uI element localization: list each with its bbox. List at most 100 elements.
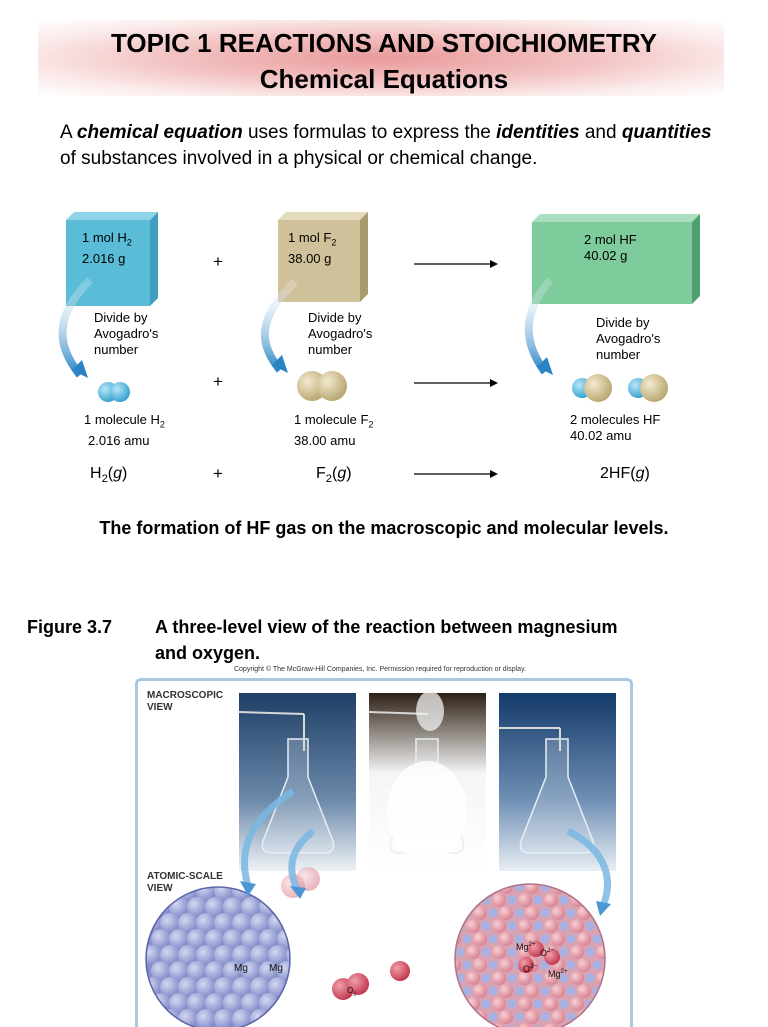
magnesium-ion xyxy=(508,922,517,931)
oxide-ion xyxy=(518,919,532,933)
magnesium-ion xyxy=(515,1013,524,1022)
intro-term-identities: identities xyxy=(496,122,579,143)
magnesium-ion xyxy=(489,961,498,970)
mg-atom xyxy=(295,961,315,981)
oxide-ion xyxy=(473,932,487,946)
magnesium-ion xyxy=(593,935,602,944)
reaction-arrow xyxy=(414,264,490,474)
magnesium-ion xyxy=(515,987,524,996)
oxide-ion xyxy=(544,893,558,907)
plus-sign: + xyxy=(213,374,223,390)
page-subtitle: Chemical Equations xyxy=(0,64,768,95)
mg-atom xyxy=(142,881,162,901)
magnesium-ion xyxy=(456,1000,465,1009)
oxide-ion xyxy=(551,1010,565,1024)
h2-molecule-label: 1 molecule H2 2.016 amu xyxy=(84,412,165,449)
intro-term-chemical-equation: chemical equation xyxy=(77,122,243,143)
magnesium-ion xyxy=(586,896,595,905)
magnesium-ion xyxy=(482,948,491,957)
oxide-ion xyxy=(447,1010,461,1024)
magnesium-ion xyxy=(463,1013,472,1022)
magnesium-ion xyxy=(586,922,595,931)
intro-term-quantities: quantities xyxy=(622,122,712,143)
magnesium-ion xyxy=(463,961,472,970)
oxide-ion xyxy=(499,1010,513,1024)
copyright-notice: Copyright © The McGraw-Hill Companies, I… xyxy=(0,666,760,673)
mg-atom xyxy=(286,913,306,933)
magnesium-ion xyxy=(456,896,465,905)
magnesium-ion xyxy=(567,935,576,944)
oxide-ion xyxy=(577,932,591,946)
oxide-ion xyxy=(596,945,610,959)
oxide-ion xyxy=(466,971,480,985)
magnesium-ion xyxy=(593,1013,602,1022)
magnesium-ion xyxy=(541,1013,550,1022)
mg2-ion-label: Mg2+ xyxy=(548,966,568,980)
f2-molecule xyxy=(297,371,347,401)
magnesium-ion xyxy=(534,896,543,905)
magnesium-ion xyxy=(541,987,550,996)
equation-hf: 2HF(g) xyxy=(600,466,650,482)
oxide-ion xyxy=(603,984,617,998)
oxide-ion xyxy=(570,919,584,933)
magnesium-ion xyxy=(586,974,595,983)
magnesium-ion xyxy=(586,948,595,957)
oxide-ion xyxy=(551,932,565,946)
oxide-ion xyxy=(603,932,617,946)
magnesium-ion xyxy=(567,909,576,918)
magnesium-ion xyxy=(508,974,517,983)
oxide-ion xyxy=(544,997,558,1011)
magnesium-ion xyxy=(612,1000,621,1009)
oxide-ion xyxy=(473,1010,487,1024)
magnesium-ion xyxy=(489,883,498,892)
intro-text: uses formulas to express the xyxy=(243,122,496,143)
magnesium-ion xyxy=(612,922,621,931)
magnesium-ion xyxy=(541,909,550,918)
magnesium-ion xyxy=(515,909,524,918)
magnesium-ion xyxy=(489,935,498,944)
f2-molecule-label: 1 molecule F2 38.00 amu xyxy=(294,412,373,449)
mg-atom xyxy=(295,929,315,949)
oxide-ion xyxy=(577,958,591,972)
hf-molecule-label: 2 molecules HF 40.02 amu xyxy=(570,412,660,444)
smoke xyxy=(416,691,444,731)
oxide-ion xyxy=(603,1010,617,1024)
figure1-caption: The formation of HF gas on the macroscop… xyxy=(0,518,768,539)
figure2-number: Figure 3.7 xyxy=(27,614,112,640)
oxide-ion xyxy=(499,932,513,946)
mg-atom xyxy=(295,897,315,917)
oxide-ion xyxy=(499,906,513,920)
magnesium-ion xyxy=(482,1000,491,1009)
plus-sign: + xyxy=(213,254,223,270)
magnesium-ion xyxy=(534,1000,543,1009)
equation-f2: F2(g) xyxy=(316,466,352,487)
intro-text: of substances involved in a physical or … xyxy=(60,148,537,169)
oxide-ion xyxy=(473,958,487,972)
oxide-ion xyxy=(596,997,610,1011)
magnesium-ion xyxy=(593,961,602,970)
oxide-ion xyxy=(570,945,584,959)
mg2-ion-label: Mg2+ xyxy=(516,939,536,953)
o2-ion-label: O2− xyxy=(540,945,554,959)
magnesium-ion xyxy=(463,935,472,944)
intro-text: A xyxy=(60,122,77,143)
magnesium-ion xyxy=(489,909,498,918)
mg-atom-label: Mg xyxy=(269,963,283,975)
oxide-ion xyxy=(492,997,506,1011)
oxide-ion xyxy=(499,958,513,972)
intro-text: and xyxy=(580,122,622,143)
oxide-ion xyxy=(473,880,487,894)
magnesium-ion xyxy=(560,948,569,957)
oxide-ion xyxy=(570,997,584,1011)
o2-label: O2 xyxy=(347,985,356,1001)
magnesium-ion xyxy=(612,948,621,957)
oxide-ion xyxy=(447,880,461,894)
magnesium-ion xyxy=(560,896,569,905)
mg-atom xyxy=(142,1009,162,1027)
mg-atom xyxy=(268,1009,288,1027)
h2-block-label: 1 mol H2 2.016 g xyxy=(82,230,132,267)
oxide-ion xyxy=(518,893,532,907)
